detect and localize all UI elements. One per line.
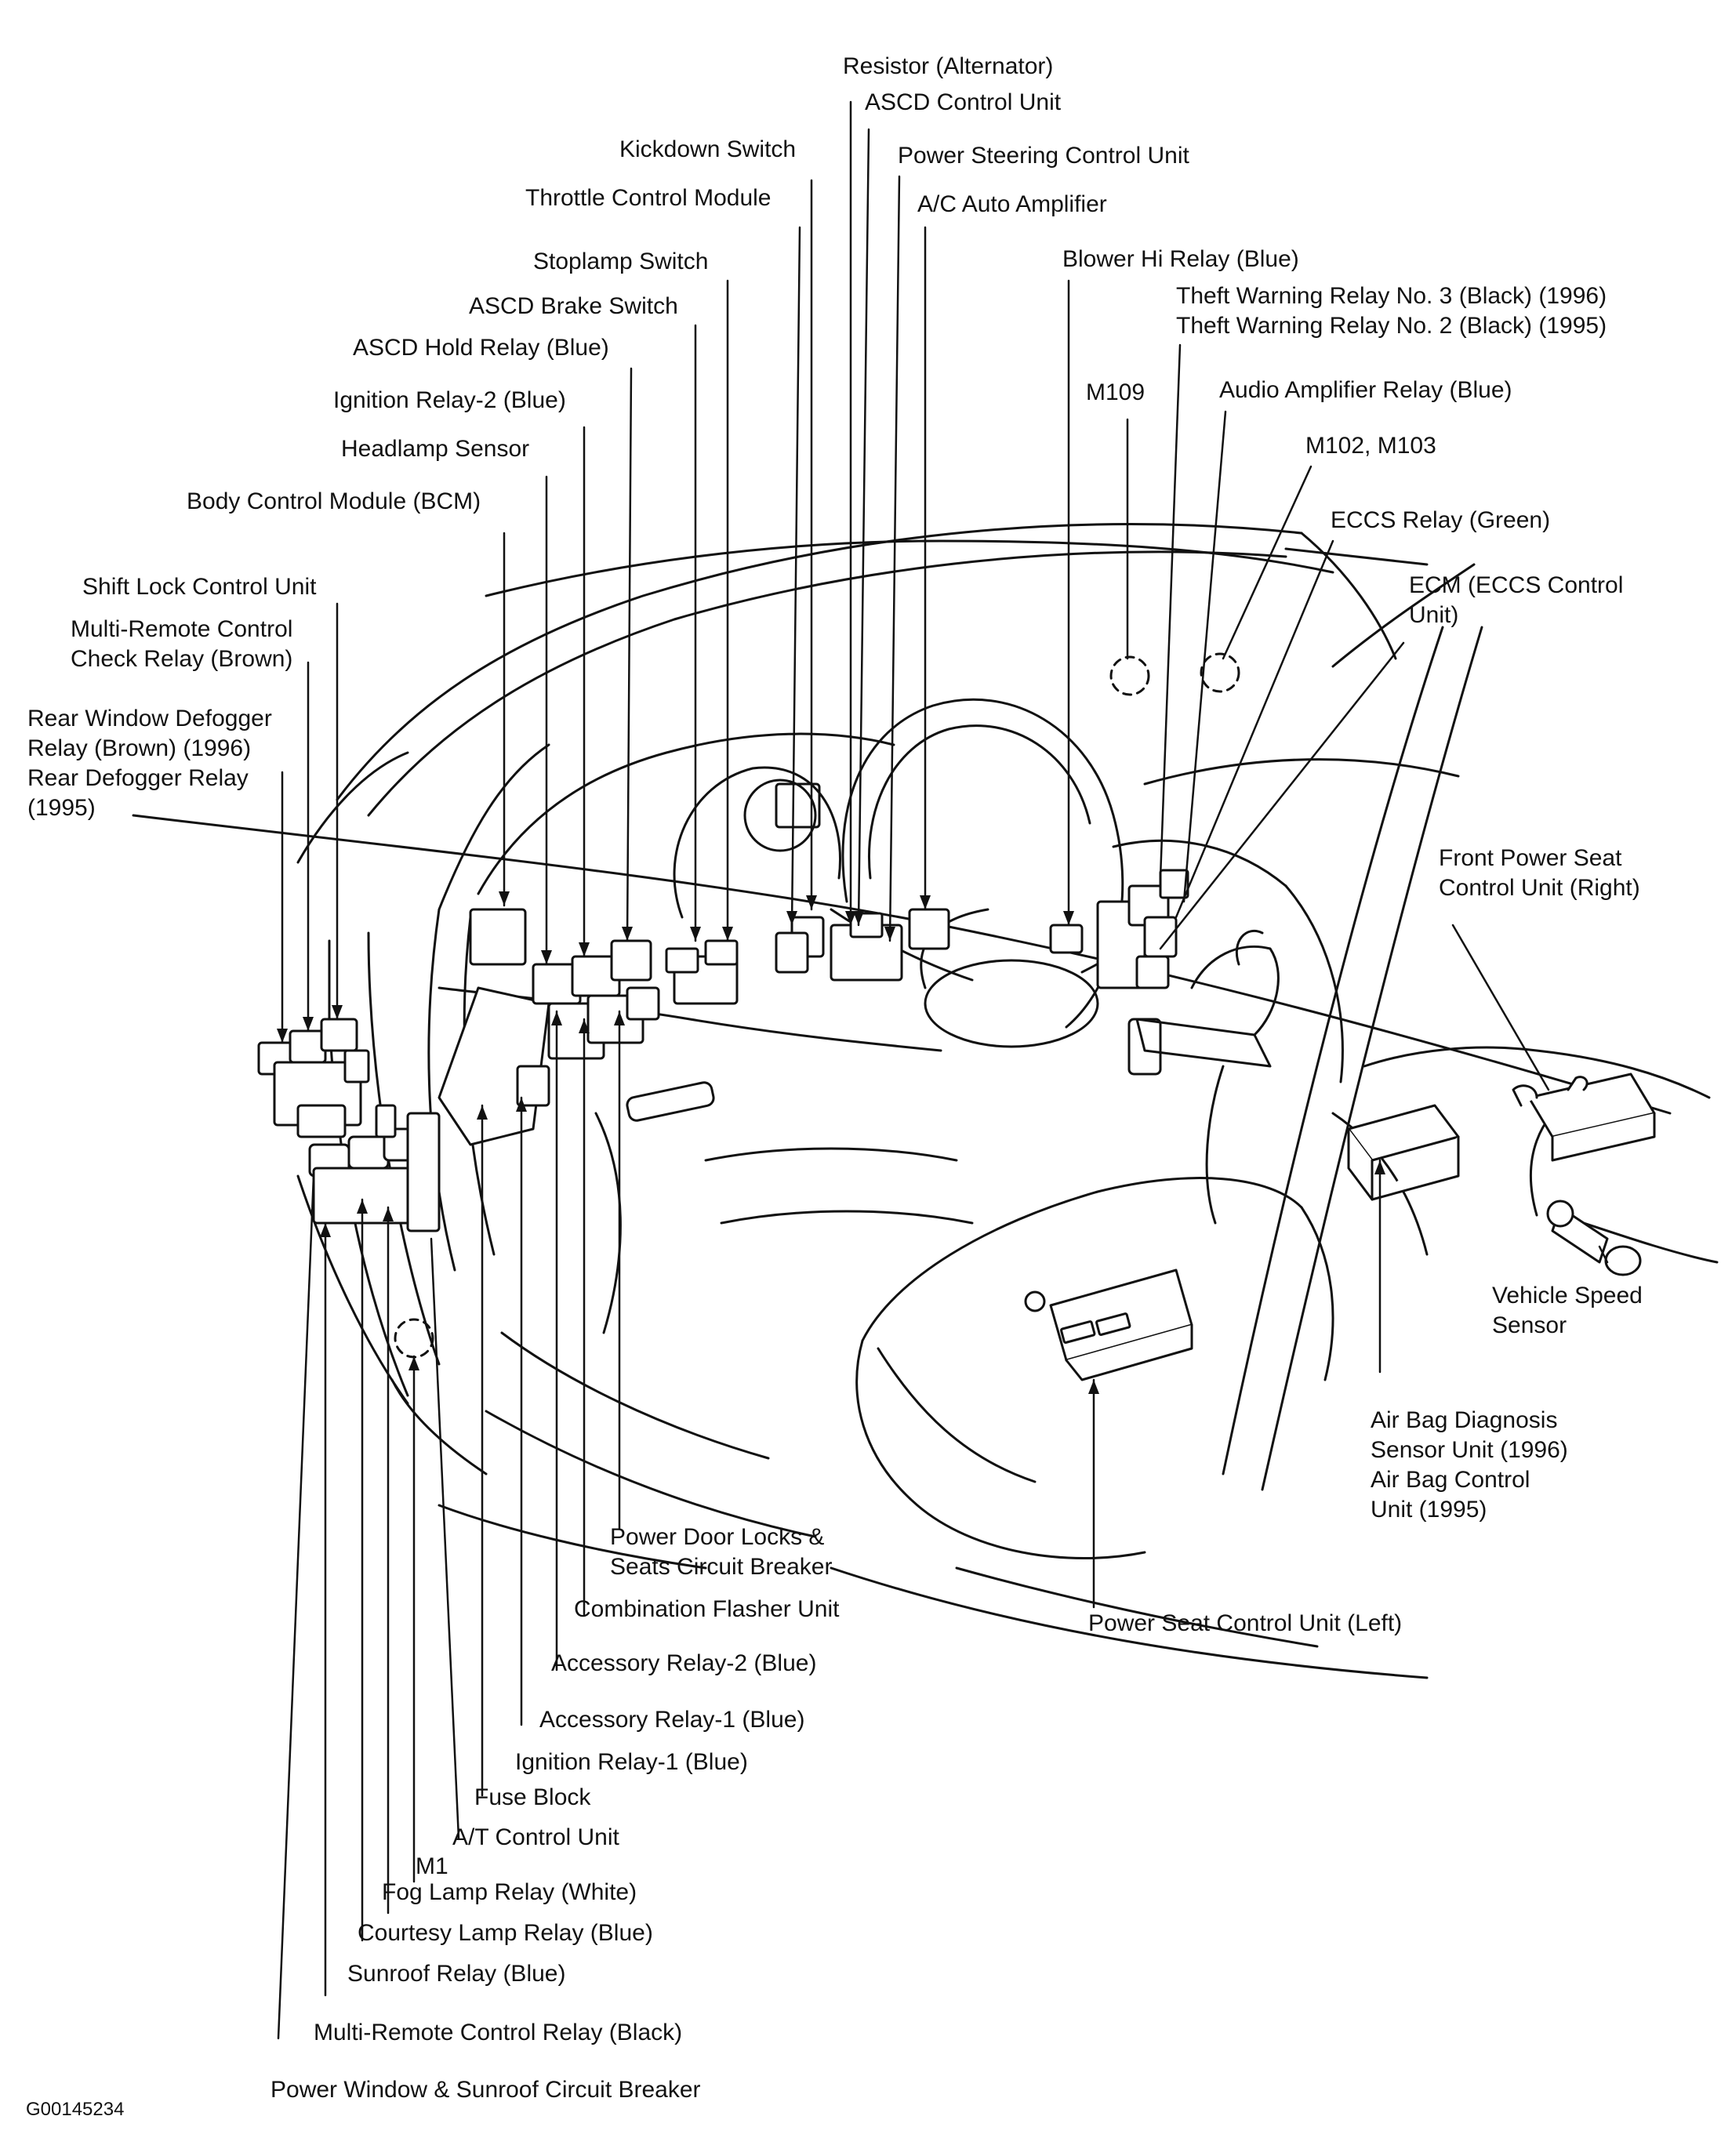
label-front-power-seat-line1: Front Power Seat xyxy=(1439,845,1622,871)
instrument-cluster xyxy=(673,766,841,919)
label-theft-warning-relay-3: Theft Warning Relay No. 3 (Black) (1996) xyxy=(1176,283,1607,309)
label-fog-lamp-relay: Fog Lamp Relay (White) xyxy=(382,1879,637,1905)
label-body-control-module: Body Control Module (BCM) xyxy=(187,488,481,514)
label-power-door-locks-line2: Seats Circuit Breaker xyxy=(610,1554,833,1580)
windshield-frame xyxy=(336,523,1429,817)
label-air-bag-line2: Sensor Unit (1996) xyxy=(1371,1437,1568,1463)
b-pillar xyxy=(1222,626,1483,1491)
label-air-bag-line3: Air Bag Control xyxy=(1371,1467,1530,1493)
location-circles xyxy=(394,652,1240,1359)
seat-control-unit-left xyxy=(1024,1269,1193,1381)
label-multi-remote-check-relay-line2: Check Relay (Brown) xyxy=(71,646,293,672)
label-sunroof-relay: Sunroof Relay (Blue) xyxy=(347,1961,566,1987)
label-kickdown-switch: Kickdown Switch xyxy=(619,136,797,162)
airbag-unit xyxy=(1347,1104,1460,1201)
relay-cluster-right xyxy=(1049,869,1189,989)
label-stoplamp-switch: Stoplamp Switch xyxy=(533,249,709,274)
label-m102-m103: M102, M103 xyxy=(1305,433,1436,459)
label-rear-window-defogger-line2: Relay (Brown) (1996) xyxy=(27,735,252,761)
passenger-dash xyxy=(1143,563,1711,1256)
label-audio-amplifier-relay: Audio Amplifier Relay (Blue) xyxy=(1219,377,1512,403)
label-eccs-relay: ECCS Relay (Green) xyxy=(1331,507,1551,533)
arrowheads xyxy=(277,891,1385,1394)
label-headlamp-sensor: Headlamp Sensor xyxy=(341,436,530,462)
label-accessory-relay-1: Accessory Relay-1 (Blue) xyxy=(539,1707,805,1733)
heater-vent xyxy=(626,1018,1162,1122)
steering-wheel xyxy=(830,698,1154,1048)
relay-cluster-left xyxy=(257,1018,441,1232)
label-ignition-relay-2: Ignition Relay-2 (Blue) xyxy=(333,387,566,413)
label-rear-window-defogger-line1: Rear Window Defogger xyxy=(27,706,272,731)
label-throttle-control-module: Throttle Control Module xyxy=(525,185,772,211)
label-air-bag-line1: Air Bag Diagnosis xyxy=(1371,1407,1558,1433)
label-vehicle-speed-sensor-line2: Sensor xyxy=(1492,1312,1567,1338)
label-vehicle-speed-sensor-line1: Vehicle Speed xyxy=(1492,1283,1643,1308)
label-power-seat-control-left: Power Seat Control Unit (Left) xyxy=(1088,1610,1403,1636)
figure-id: G00145234 xyxy=(26,2099,125,2120)
label-ecm-line2: Unit) xyxy=(1409,602,1459,628)
label-courtesy-lamp-relay: Courtesy Lamp Relay (Blue) xyxy=(358,1920,653,1946)
label-power-window-sunroof-breaker: Power Window & Sunroof Circuit Breaker xyxy=(270,2077,701,2103)
label-at-control-unit: A/T Control Unit xyxy=(452,1824,619,1850)
label-m109: M109 xyxy=(1086,379,1146,405)
label-m1: M1 xyxy=(416,1853,448,1879)
label-resistor-alternator: Resistor (Alternator) xyxy=(843,53,1054,79)
door-panel xyxy=(296,931,707,1570)
floor xyxy=(485,1088,1719,1679)
label-blower-hi-relay: Blower Hi Relay (Blue) xyxy=(1062,246,1299,272)
leader-lines xyxy=(277,100,1609,2040)
label-power-steering-control-unit: Power Steering Control Unit xyxy=(898,143,1189,169)
label-accessory-relay-2: Accessory Relay-2 (Blue) xyxy=(551,1650,817,1676)
label-shift-lock-control-unit: Shift Lock Control Unit xyxy=(82,574,317,600)
seat-control-unit-right xyxy=(1512,1073,1656,1162)
label-rear-window-defogger-line4: (1995) xyxy=(27,795,96,821)
label-ascd-control-unit: ASCD Control Unit xyxy=(865,89,1062,115)
label-ecm-line1: ECM (ECCS Control xyxy=(1409,572,1624,598)
label-multi-remote-check-relay-line1: Multi-Remote Control xyxy=(71,616,293,642)
label-ascd-brake-switch: ASCD Brake Switch xyxy=(469,293,678,319)
label-rear-window-defogger-line3: Rear Defogger Relay xyxy=(27,765,249,791)
label-ac-auto-amplifier: A/C Auto Amplifier xyxy=(917,191,1107,217)
label-combination-flasher-unit: Combination Flasher Unit xyxy=(574,1596,840,1622)
label-fuse-block: Fuse Block xyxy=(474,1784,591,1810)
label-theft-warning-relay-2: Theft Warning Relay No. 2 (Black) (1995) xyxy=(1176,313,1607,339)
label-multi-remote-control-relay: Multi-Remote Control Relay (Black) xyxy=(314,2020,683,2045)
label-ascd-hold-relay: ASCD Hold Relay (Blue) xyxy=(353,335,609,361)
speed-sensor xyxy=(1546,1200,1642,1276)
seats xyxy=(594,1112,1334,1559)
label-ignition-relay-1: Ignition Relay-1 (Blue) xyxy=(515,1749,748,1775)
label-front-power-seat-line2: Control Unit (Right) xyxy=(1439,875,1640,901)
label-power-door-locks-line1: Power Door Locks & xyxy=(610,1524,825,1550)
label-air-bag-line4: Unit (1995) xyxy=(1371,1497,1487,1523)
